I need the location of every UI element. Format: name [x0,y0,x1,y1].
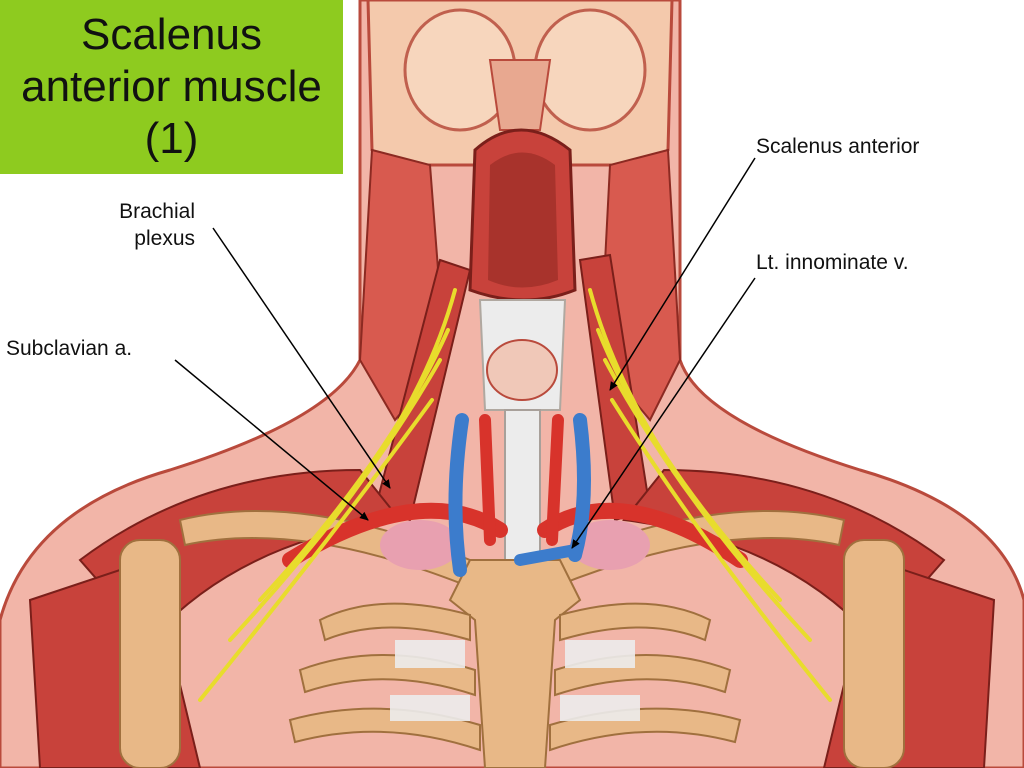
innominate-vein-left [514,544,581,566]
humerus-right [843,539,905,768]
brain-right-lobe [533,8,647,132]
title-background [0,0,343,174]
rib-right-1 [559,602,712,642]
slide-title: Scalenus anterior muscle (1) [21,10,322,163]
trachea [504,409,541,561]
label-subclavian: Subclavian a. [6,337,133,360]
rib-left-1 [318,602,471,642]
costal-cartilage-left-2 [390,695,470,721]
sternum [448,559,582,768]
thyroid [486,339,558,401]
subclavian-artery-left [282,502,508,568]
common-carotid-right [546,414,564,546]
label-brachial-plexus: Brachial plexus [119,200,195,250]
pharynx-inner [488,152,558,288]
slide-title-box: Scalenus anterior muscle (1) [0,0,343,174]
costal-cartilage-left [395,640,465,668]
humerus-left [119,539,181,768]
label-lt-innominate: Lt. innominate v. [756,251,909,274]
common-carotid-left [479,414,496,546]
nasal-cavity [488,59,552,131]
costal-cartilage-right [565,640,635,668]
jugular-vein-left [448,413,469,577]
lung-left-apex [380,520,460,570]
label-scalenus-anterior: Scalenus anterior [756,135,920,158]
costal-cartilage-right-2 [560,695,640,721]
